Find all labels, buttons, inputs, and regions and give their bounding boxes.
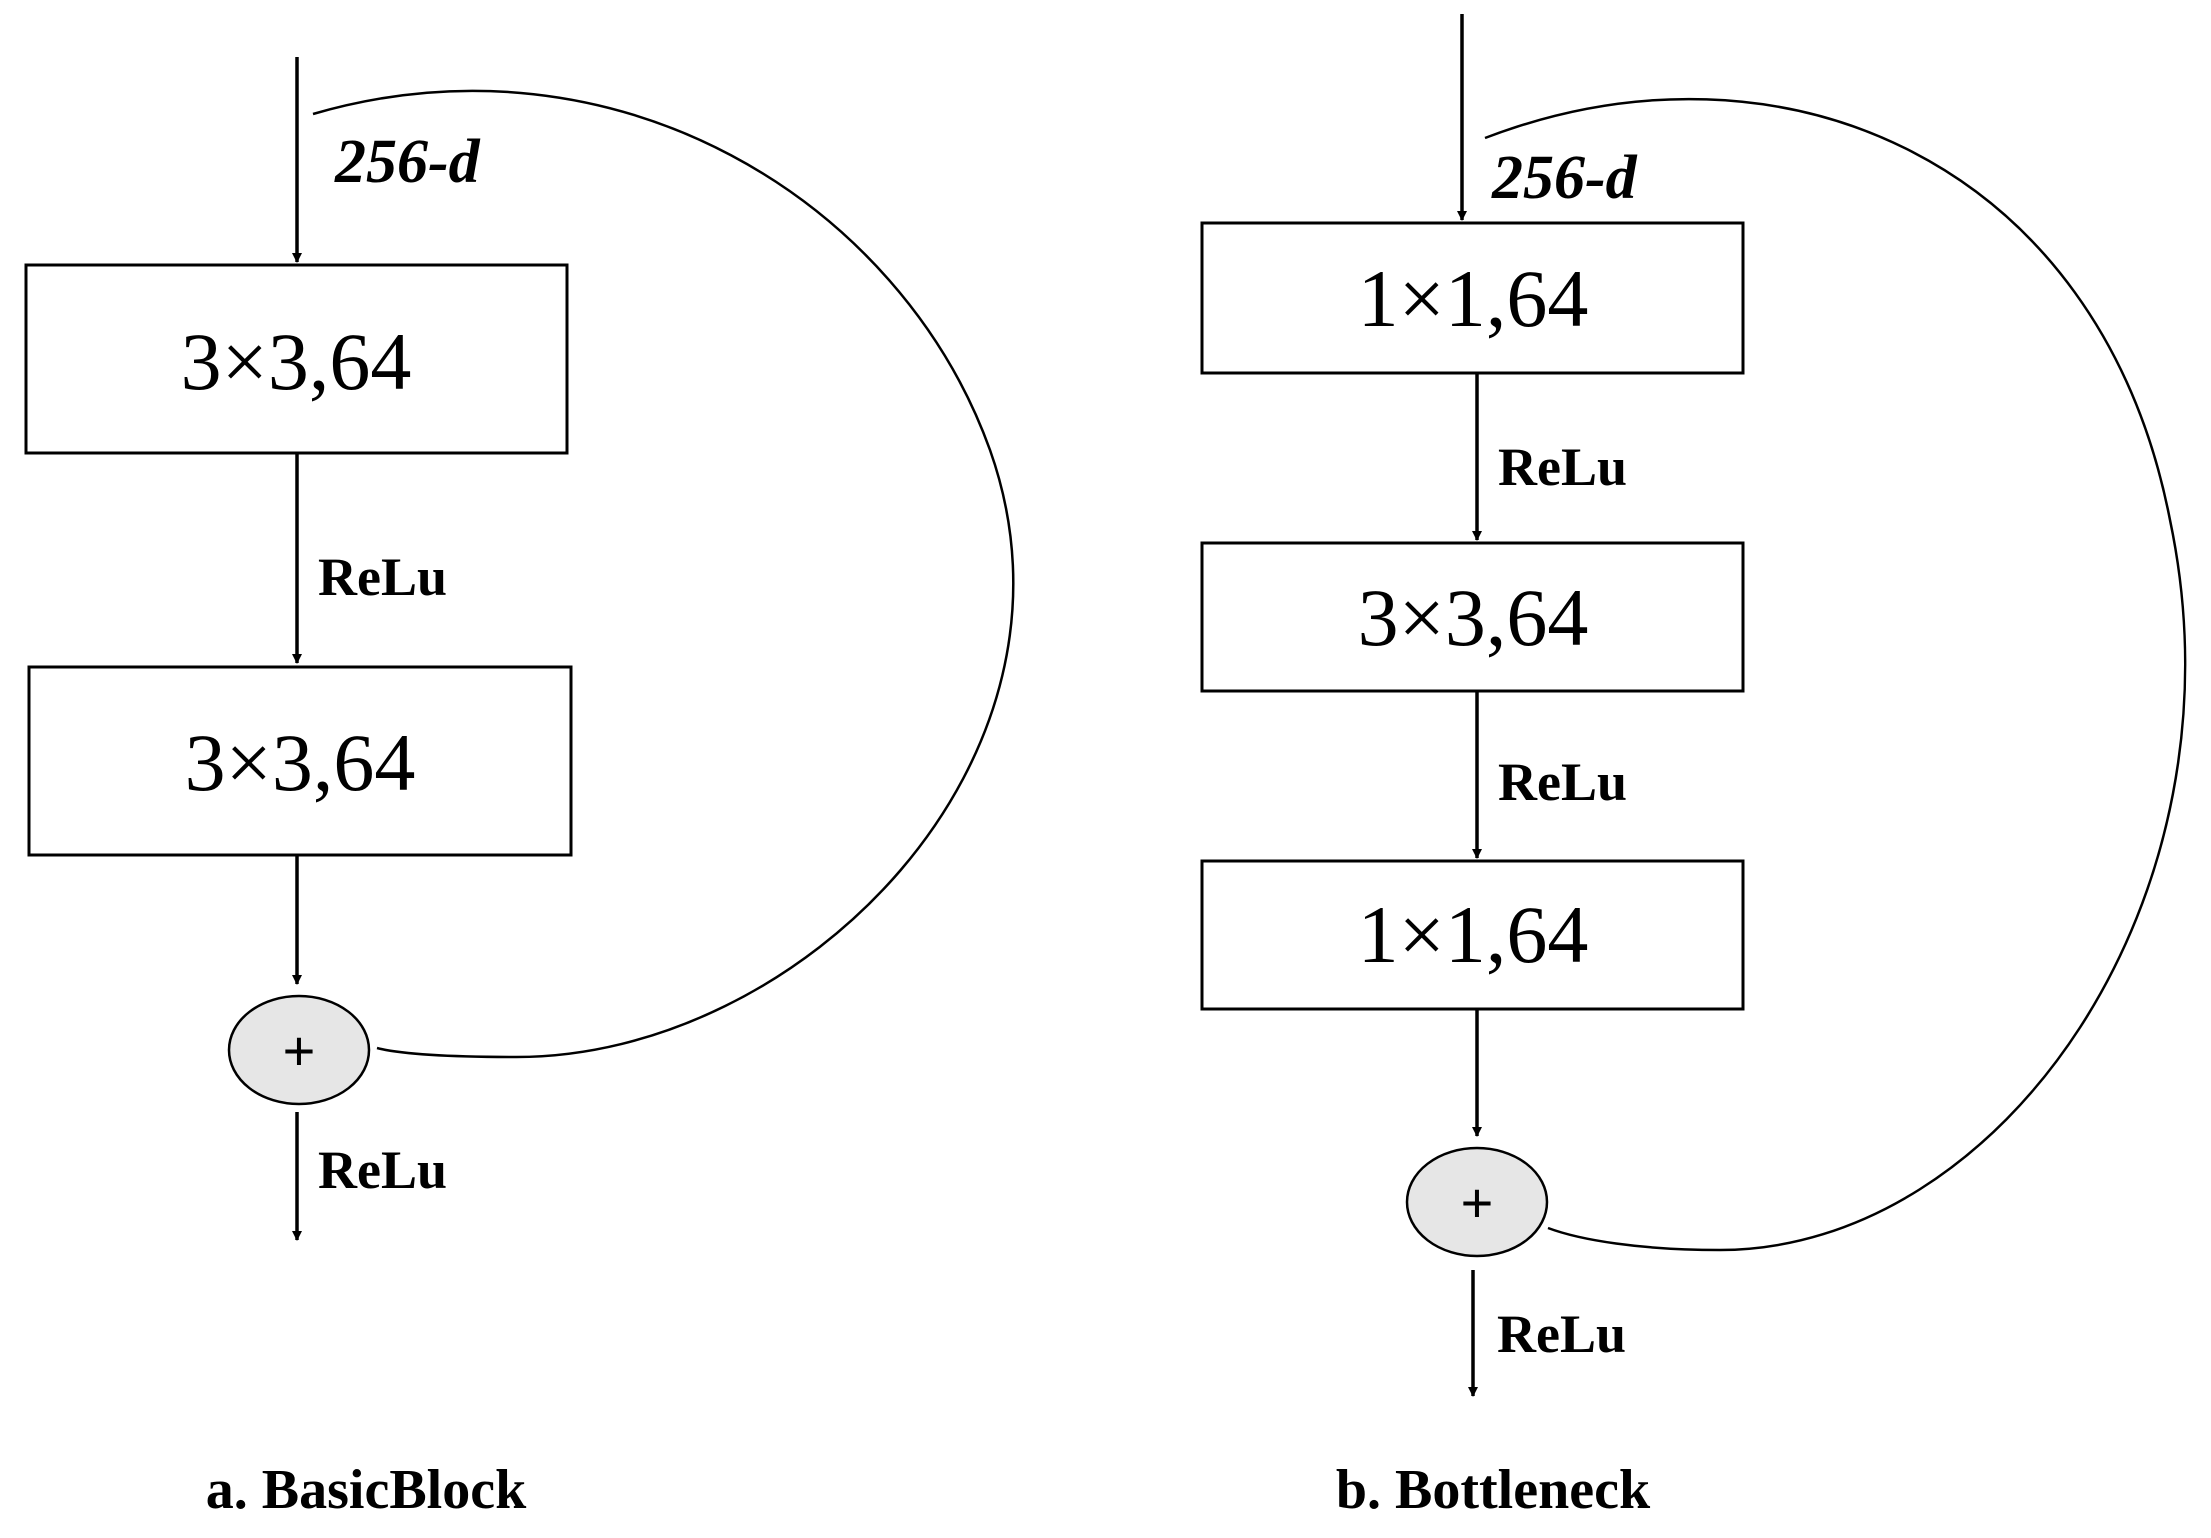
bottleneck-conv3-label: 1×1,64 <box>1358 889 1589 980</box>
bottleneck-sum-node: + <box>1405 1146 1549 1258</box>
bottleneck-relu-2-label: ReLu <box>1498 752 1627 812</box>
bottleneck-skip-connection <box>1484 97 2187 1252</box>
basic-relu-out-label: ReLu <box>318 1140 447 1200</box>
bottleneck-relu-out-label: ReLu <box>1497 1304 1626 1364</box>
basic-relu-1-label: ReLu <box>318 547 447 607</box>
basic-skip-connection <box>312 89 1015 1059</box>
bottleneck-sum-plus: + <box>1461 1171 1494 1234</box>
bottleneck-conv2-box: 3×3,64 <box>1200 541 1745 693</box>
basic-conv2-box: 3×3,64 <box>27 665 573 857</box>
bottleneck-conv1-label: 1×1,64 <box>1358 253 1589 344</box>
basic-conv1-label: 3×3,64 <box>181 316 412 407</box>
bottleneck-conv1-box: 1×1,64 <box>1200 221 1745 375</box>
basic-block-caption: a. BasicBlock <box>206 1459 527 1521</box>
bottleneck-relu-1-label: ReLu <box>1498 437 1627 497</box>
bottleneck-caption: b. Bottleneck <box>1336 1459 1651 1521</box>
basic-sum-plus: + <box>283 1019 316 1082</box>
bottleneck-conv3-box: 1×1,64 <box>1200 859 1745 1011</box>
basic-input-dim-label: 256-d <box>334 128 481 196</box>
bottleneck-input-dim-label: 256-d <box>1491 144 1638 212</box>
basic-conv1-box: 3×3,64 <box>24 263 569 455</box>
basic-conv2-label: 3×3,64 <box>185 717 416 808</box>
basic-block: 256-d 3×3,64 ReLu 3×3,64 + ReLu a. Basic… <box>24 57 1015 1521</box>
basic-sum-node: + <box>227 994 371 1106</box>
bottleneck-block: 256-d 1×1,64 ReLu 3×3,64 ReLu 1×1,64 <box>1200 14 2187 1521</box>
bottleneck-conv2-label: 3×3,64 <box>1358 572 1589 663</box>
